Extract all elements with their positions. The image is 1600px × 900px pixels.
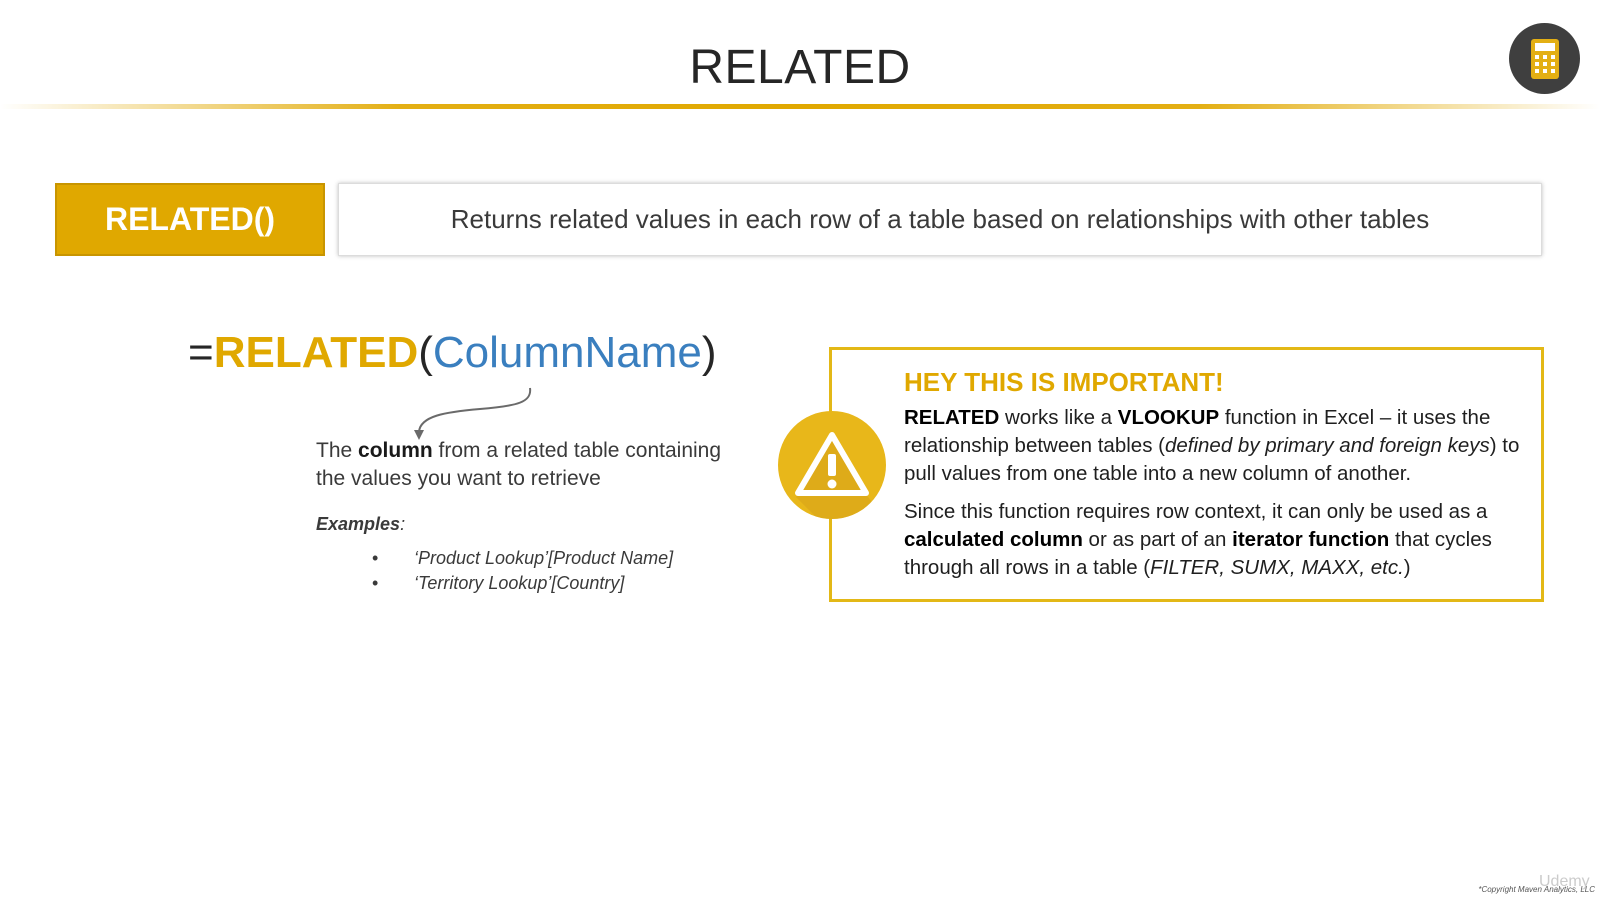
- callout-paragraph-1: RELATED works like a VLOOKUP function in…: [904, 404, 1534, 488]
- argument-description-prefix: The: [316, 439, 359, 462]
- callout-p2-text-1: Since this function requires row context…: [904, 500, 1488, 523]
- callout-paragraph-2: Since this function requires row context…: [904, 498, 1534, 582]
- callout-p2-text-4: ): [1403, 556, 1411, 579]
- callout-p1-text-2: function in Excel – it uses the relation…: [904, 406, 1491, 457]
- calculator-badge: [1509, 23, 1580, 94]
- argument-description-bold: column: [358, 439, 433, 462]
- function-description: Returns related values in each row of a …: [338, 183, 1542, 256]
- example-text: ‘Product Lookup’[Product Name]: [414, 548, 674, 568]
- warning-triangle-icon: [795, 432, 886, 519]
- callout-p1-text-1: works like a: [999, 406, 1118, 429]
- copyright-notice: *Copyright Maven Analytics, LLC: [1478, 885, 1595, 894]
- examples-label: Examples:: [316, 514, 405, 535]
- callout-p2-bold-1: calculated column: [904, 528, 1083, 551]
- callout-p2-text-2: or as part of an: [1082, 528, 1233, 551]
- syntax-close-paren: ): [701, 328, 717, 377]
- examples-list: • ‘Product Lookup’[Product Name] • ‘Territ…: [372, 546, 673, 596]
- warning-badge: [778, 411, 886, 519]
- list-item: • ‘Product Lookup’[Product Name]: [372, 546, 673, 571]
- bullet-icon: •: [372, 573, 379, 593]
- callout-p1-italic: defined by primary and foreign keys: [1164, 434, 1490, 457]
- slide-title: RELATED: [689, 41, 911, 94]
- callout-p1-bold-1: RELATED: [904, 406, 1000, 429]
- syntax-function-name: RELATED: [213, 328, 419, 377]
- syntax-open-paren: (: [418, 328, 433, 377]
- function-description-text: Returns related values in each row of a …: [450, 204, 1430, 234]
- syntax-formula: =RELATED(ColumnName): [188, 328, 717, 378]
- function-name-label: RELATED(): [55, 183, 325, 256]
- callout-p1-bold-2: VLOOKUP: [1117, 406, 1220, 429]
- callout-p2-text-3: that cycles through all rows in a table …: [904, 528, 1492, 579]
- pointer-arrow-icon: [414, 387, 532, 440]
- examples-label-colon: :: [400, 514, 406, 534]
- argument-description-suffix: from a related table containing the valu…: [316, 439, 722, 490]
- callout-title: HEY THIS IS IMPORTANT!: [904, 367, 1224, 397]
- callout-p2-bold-2: iterator function: [1232, 528, 1390, 551]
- syntax-equals: =: [188, 328, 214, 377]
- argument-description: The column from a related table containi…: [316, 437, 746, 493]
- list-item: • ‘Territory Lookup’[Country]: [372, 571, 673, 596]
- udemy-watermark: Udemy: [1539, 873, 1590, 890]
- example-text: ‘Territory Lookup’[Country]: [414, 573, 625, 593]
- title-underline: [0, 104, 1600, 109]
- calculator-icon: [1530, 38, 1559, 79]
- callout-p2-italic: FILTER, SUMX, MAXX, etc.: [1150, 556, 1404, 579]
- callout-p1-text-3: ) to pull values from one table into a n…: [904, 434, 1520, 485]
- syntax-argument: ColumnName: [432, 328, 702, 377]
- examples-label-text: Examples: [316, 514, 401, 534]
- bullet-icon: •: [372, 548, 379, 568]
